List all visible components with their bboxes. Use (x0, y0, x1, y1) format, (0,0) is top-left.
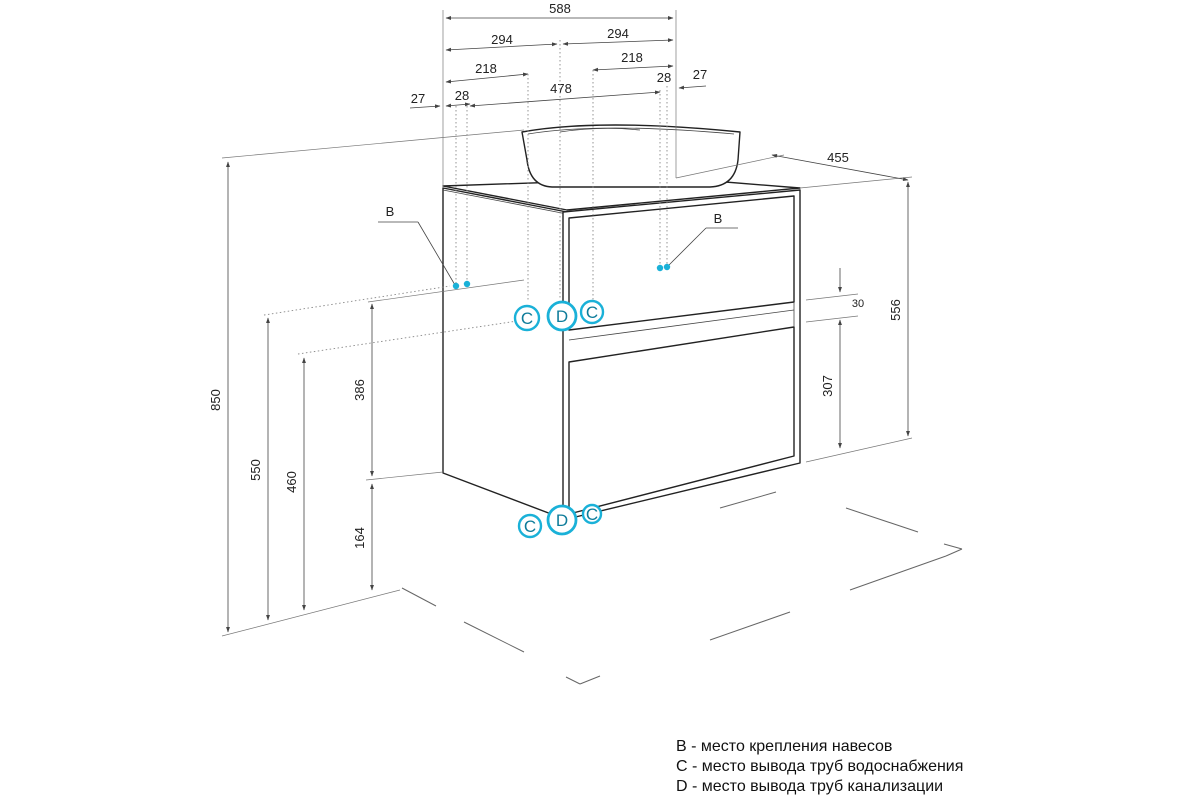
dim-850: 850 (208, 389, 223, 411)
dim-30: 30 (852, 298, 864, 310)
label-b-left: B (386, 204, 395, 219)
mount-point-b-right-2 (663, 263, 671, 271)
dim-478: 478 (550, 81, 572, 96)
dim-455: 455 (827, 150, 849, 165)
dim-27-left: 27 (411, 91, 425, 106)
label-b-right: B (714, 211, 723, 226)
marker-c-lower-right: C (586, 505, 598, 524)
marker-c-upper-right: C (586, 303, 598, 322)
marker-c-upper-left: C (521, 309, 533, 328)
dim-294-right: 294 (607, 26, 629, 41)
dim-164: 164 (352, 527, 367, 549)
dim-28-left: 28 (455, 88, 469, 103)
dim-460: 460 (284, 471, 299, 493)
b-markers: B B (378, 204, 738, 290)
dim-550: 550 (248, 459, 263, 481)
lower-drawer (568, 326, 795, 515)
pipe-markers-upper: C D C (513, 299, 605, 332)
legend-item-c: C - место вывода труб водоснабжения (676, 758, 964, 775)
dim-218-right: 218 (621, 50, 643, 65)
legend-item-d: D - место вывода труб канализации (676, 778, 944, 795)
marker-c-lower-left: C (524, 517, 536, 536)
dim-307: 307 (820, 375, 835, 397)
dim-588: 588 (549, 1, 571, 16)
mount-point-b-right-1 (656, 264, 664, 272)
dim-386: 386 (352, 379, 367, 401)
dim-28-right: 28 (657, 70, 671, 85)
dim-27-right: 27 (693, 67, 707, 82)
mount-point-b-left-2 (463, 280, 471, 288)
marker-d-lower: D (556, 511, 568, 530)
top-dimensions: 588 294 294 218 218 478 27 28 28 27 (409, 1, 707, 300)
pipe-markers-lower: C D C (517, 503, 603, 539)
dim-556: 556 (888, 299, 903, 321)
depth-dimension: 455 (675, 150, 913, 189)
dim-218-left: 218 (475, 61, 497, 76)
right-dimensions: 556 30 307 (805, 181, 913, 463)
mount-point-b-left-1 (452, 282, 460, 290)
left-dimensions: 850 550 460 386 164 (208, 129, 525, 637)
cabinet-body (442, 177, 801, 521)
dim-294-left: 294 (491, 32, 513, 47)
legend: B - место крепления навесов C - место вы… (676, 737, 963, 797)
legend-item-b: B - место крепления навесов (676, 738, 893, 755)
marker-d-upper: D (556, 307, 568, 326)
vessel-basin (521, 124, 741, 188)
floor-outline (401, 491, 963, 685)
